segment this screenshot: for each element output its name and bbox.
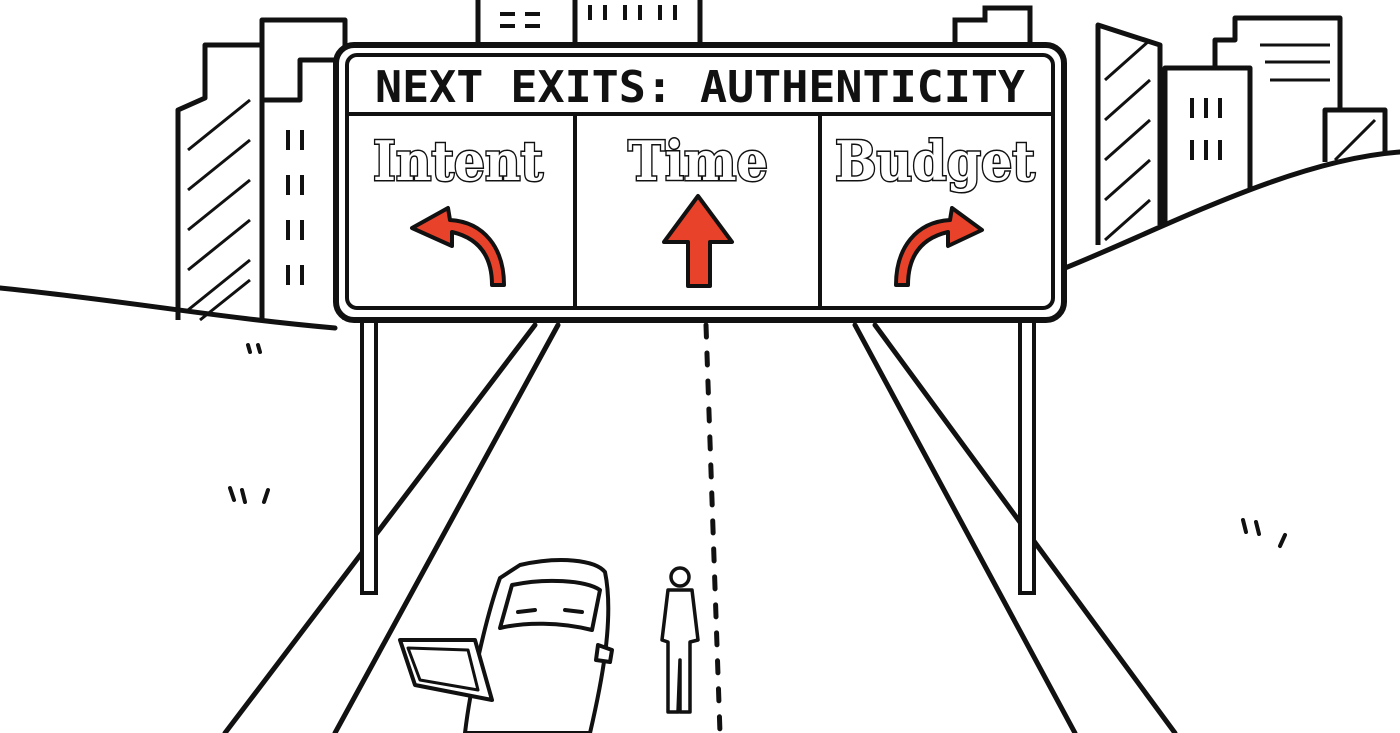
car-mirror [594,643,614,664]
right-hill [1062,149,1400,271]
road-edge-left-inner [332,322,561,733]
right-post [1018,316,1036,595]
car-windshield [498,578,602,632]
sign-posts [360,316,1036,595]
curved-left-arrow-icon [410,206,506,287]
center-skyline [475,0,1033,45]
road-edge-right-inner [852,322,1078,733]
up-arrow-icon [662,194,734,288]
left-post [360,316,378,595]
person-head [669,566,691,588]
exit-label-budget: Budget [835,129,1035,193]
sign-title: NEXT EXITS: AUTHENTICITY [375,62,1026,113]
highway-sign: NEXT EXITS: AUTHENTICITY Intent Time Bud… [333,42,1067,323]
left-building-tall [175,42,265,320]
right-skyline [1095,15,1388,245]
sign-board-inner [345,53,1055,310]
exit-label-intent: Intent [373,129,543,193]
person-body [660,588,700,714]
exit-label-time: Time [628,129,768,193]
curved-right-arrow-icon [894,206,984,287]
left-skyline [175,17,348,322]
center-dashed-line [703,322,723,733]
car [398,558,614,733]
grass-tufts [228,343,1287,548]
road-edge-left-outer [222,322,538,733]
left-hill [0,285,338,331]
person [660,566,700,714]
hills [0,149,1400,331]
